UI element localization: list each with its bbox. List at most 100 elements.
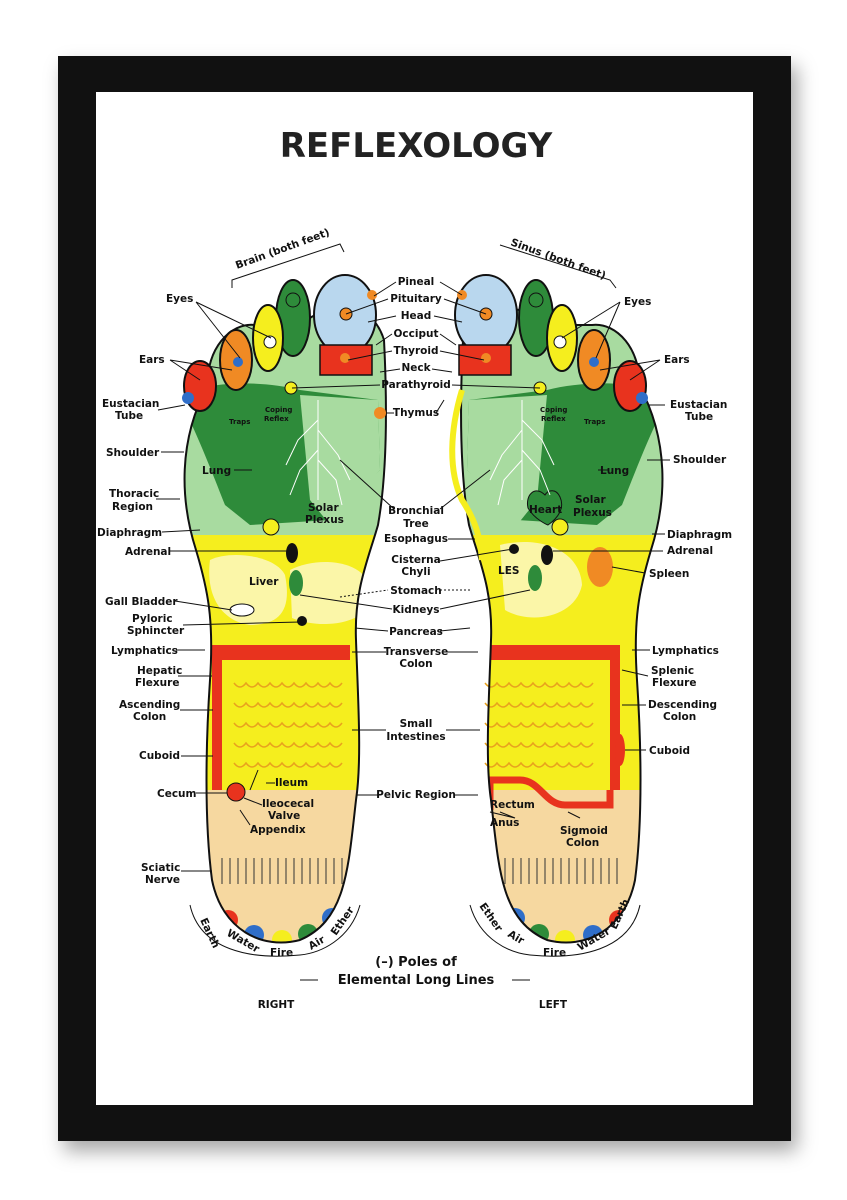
label-right-ascending-1: Ascending [119,699,180,711]
label-occiput: Occiput [394,328,439,340]
label-neck: Neck [401,362,431,374]
label-right-cecum: Cecum [157,788,197,800]
right-liver-zone [209,555,287,625]
label-head: Head [401,310,432,322]
label-left-lung: Lung [600,465,629,477]
label-bronchial-1: Bronchial [388,505,444,517]
label-right-thoracic-1: Thoracic [109,488,159,500]
label-pelvic: Pelvic Region [376,789,456,801]
label-right-pyloric-2: Sphincter [127,625,185,637]
label-left-shoulder: Shoulder [673,454,727,466]
label-sinus: Sinus (both feet) [509,237,607,283]
label-right-solar-1: Solar [308,502,339,514]
right-stomach-zone [290,562,372,625]
label-right-coping-1: Coping [265,406,292,414]
label-pancreas: Pancreas [389,626,443,638]
label-ileum: Ileum [275,777,308,789]
label-right-hepatic-1: Hepatic [137,665,182,677]
label-right-thoracic-2: Region [112,501,153,513]
label-pituitary: Pituitary [390,293,442,305]
label-right-eustacian-1: Eustacian [102,398,159,410]
label-right-traps: Traps [229,418,250,426]
label-heart: Heart [529,504,562,516]
label-left-eustacian-1: Eustacian [670,399,727,411]
left-colon [480,645,620,790]
label-small-2: Intestines [386,731,445,743]
heart-icon [526,490,563,526]
label-brain: Brain (both feet) [234,227,331,272]
label-small-1: Small [400,718,433,730]
label-pineal: Pineal [398,276,435,288]
label-element-right-earth: Earth [197,916,221,950]
label-esophagus: Esophagus [384,533,448,545]
label-right-pyloric-1: Pyloric [132,613,173,625]
label-stomach: Stomach [390,585,442,597]
label-left-ears: Ears [664,354,690,366]
label-right-lung: Lung [202,465,231,477]
label-cisterna-2: Chyli [401,566,430,578]
label-thymus: Thymus [393,407,439,419]
label-rectum: Rectum [490,799,535,811]
label-right-sciatic-2: Nerve [145,874,180,886]
right-colon [212,645,350,790]
label-right-diaphragm: Diaphragm [97,527,162,539]
label-sigmoid-2: Colon [566,837,599,849]
label-poles-line2: Elemental Long Lines [338,973,495,988]
label-right-sciatic-1: Sciatic [141,862,180,874]
label-left-coping-1: Coping [540,406,567,414]
label-right-ears: Ears [139,354,165,366]
label-appendix: Appendix [250,824,306,836]
label-les: LES [498,565,519,577]
label-thyroid: Thyroid [394,345,439,357]
label-descending-1: Descending [648,699,717,711]
label-left-solar-1: Solar [575,494,606,506]
label-anus: Anus [490,817,519,829]
label-transverse-1: Transverse [384,646,449,658]
label-splenic-2: Flexure [652,677,696,689]
label-element-left-air: Air [506,928,527,947]
center-leaders [189,281,641,981]
label-spleen: Spleen [649,568,689,580]
label-element-right-air: Air [307,933,328,952]
label-left-diaphragm: Diaphragm [667,529,732,541]
label-element-left-ether: Ether [477,901,506,935]
label-right-adrenal: Adrenal [125,546,171,558]
label-element-left-fire: Fire [543,947,566,959]
label-left-coping-2: Reflex [541,415,566,423]
label-left-solar-2: Plexus [573,507,612,519]
label-left-foot: LEFT [539,999,568,1011]
label-left-traps: Traps [584,418,605,426]
page-title: REFLEXOLOGY [280,126,553,166]
poster [96,92,753,1105]
label-right-shoulder: Shoulder [106,447,160,459]
label-right-hepatic-2: Flexure [135,677,179,689]
label-kidneys: Kidneys [393,604,440,616]
label-left-eustacian-2: Tube [685,411,713,423]
label-transverse-2: Colon [399,658,432,670]
label-ileocecal-1: Ileocecal [262,798,314,810]
right-intestine-zone [184,640,386,790]
label-sigmoid-1: Sigmoid [560,825,608,837]
label-splenic-1: Splenic [651,665,694,677]
label-ileocecal-2: Valve [268,810,300,822]
label-right-lymphatics: Lymphatics [111,645,178,657]
label-cisterna-1: Cisterna [391,554,440,566]
label-parathyroid: Parathyroid [381,379,451,391]
label-element-right-fire: Fire [270,947,293,959]
label-left-lymphatics: Lymphatics [652,645,719,657]
label-left-adrenal: Adrenal [667,545,713,557]
label-right-eustacian-2: Tube [115,410,143,422]
label-right-coping-2: Reflex [264,415,289,423]
left-foot [449,244,670,944]
label-left-eyes: Eyes [624,296,651,308]
label-liver: Liver [249,576,279,588]
label-poles-line1: (–) Poles of [375,955,457,970]
right-foot [156,243,387,944]
label-right-eyes: Eyes [166,293,193,305]
label-descending-2: Colon [663,711,696,723]
center-labels: Pineal Pituitary Head Occiput Thyroid Ne… [376,276,456,801]
label-right-cuboid: Cuboid [139,750,180,762]
label-bronchial-2: Tree [403,518,428,530]
label-right-foot: RIGHT [258,999,295,1011]
label-right-gall-bladder: Gall Bladder [105,596,178,608]
